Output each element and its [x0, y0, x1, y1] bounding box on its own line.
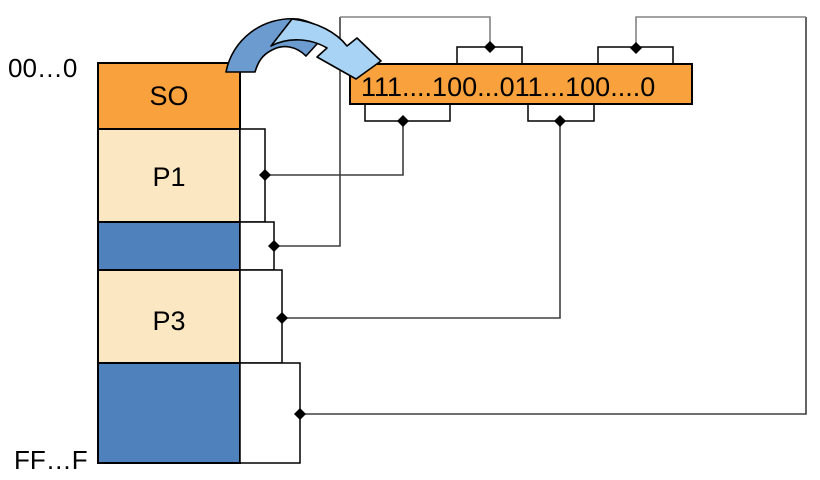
- bitmap-bar: [349, 63, 693, 105]
- diamond-marker-p3: [276, 312, 288, 324]
- segment-p1-block: [97, 128, 241, 223]
- segment-p3-block: [97, 269, 241, 364]
- diamond-markers: [259, 41, 642, 420]
- brace-p3: [239, 269, 283, 364]
- memory-map-column: SO P1 P3: [97, 62, 241, 464]
- address-top-label: 00…0: [8, 53, 77, 83]
- connector-free2-right: [300, 17, 807, 415]
- diamond-marker-top-left: [484, 41, 496, 53]
- connector-p3-to-bitmap: [282, 121, 561, 319]
- segment-p3-label: P3: [152, 306, 185, 336]
- free-block-2: [97, 362, 241, 464]
- connector-free1-top-loop: [340, 16, 491, 47]
- connectors: [265, 16, 807, 415]
- bitmap-value: 111....100...011...100....0: [361, 72, 655, 102]
- diamond-marker-bottom-left: [397, 115, 409, 127]
- brace-bitmap-bottom-left: [364, 103, 451, 122]
- connector-free2-top-loop: [635, 16, 806, 48]
- free-block-1: [97, 221, 241, 271]
- connector-free1-up: [274, 17, 341, 247]
- segment-s0-block: [97, 62, 241, 130]
- diamond-marker-p1: [259, 169, 271, 181]
- connector-p1-to-bitmap: [265, 121, 404, 176]
- segment-p1-label: P1: [152, 162, 185, 192]
- diamond-marker-free1: [268, 240, 280, 252]
- segment-s0-label: SO: [149, 81, 188, 111]
- diamond-marker-top-right: [630, 42, 642, 54]
- address-bottom-label: FF…F: [14, 445, 88, 475]
- diamond-marker-bottom-right: [554, 115, 566, 127]
- curved-arrow-head-path: [270, 18, 382, 80]
- brace-free-2: [239, 362, 301, 464]
- diamond-marker-free2: [294, 408, 306, 420]
- curved-arrow-icon: [225, 18, 382, 80]
